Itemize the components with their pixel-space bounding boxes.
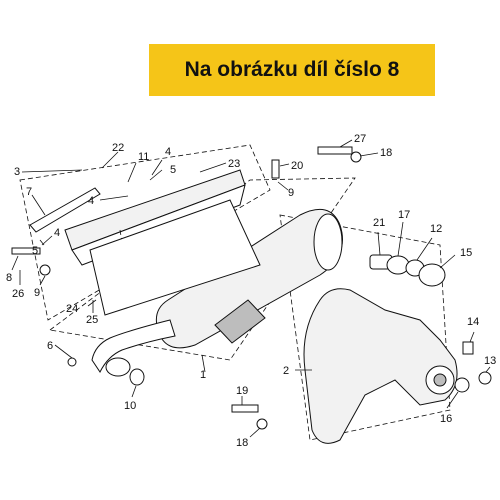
leader-18b: [249, 427, 261, 438]
leader-13: [485, 366, 491, 373]
leader-3: [21, 169, 83, 173]
callout-3: 3: [14, 166, 20, 178]
callout-26: 26: [12, 288, 24, 300]
exhaust-pipe-part: [91, 319, 176, 373]
ring-17: [386, 255, 410, 275]
callout-17: 17: [398, 209, 410, 221]
part-number-banner: Na obrázku díl číslo 8: [149, 44, 435, 96]
nut-13: [478, 371, 492, 385]
bolt-27: [317, 146, 353, 155]
callout-4a: 4: [165, 146, 171, 158]
bolt-19: [231, 404, 259, 413]
callout-19: 19: [236, 385, 248, 397]
callout-11: 11: [138, 151, 149, 163]
callout-6: 6: [47, 340, 53, 352]
callout-18b: 18: [236, 437, 248, 449]
leader-9a: [277, 181, 289, 191]
washer-18-bottom: [256, 418, 268, 430]
spacer-14: [462, 341, 474, 355]
bracket-part: [29, 187, 101, 233]
callout-10: 10: [124, 400, 136, 412]
leader-12: [416, 237, 433, 261]
callout-27: 27: [354, 133, 366, 145]
leader-18a: [359, 152, 379, 157]
heat-shield-frame: [19, 144, 271, 321]
nut-6: [67, 357, 77, 367]
washer-9: [39, 264, 51, 276]
swingarm-bore: [433, 373, 447, 387]
leader-7: [31, 194, 46, 216]
leader-24: [87, 299, 97, 307]
leader-21: [377, 231, 381, 256]
leader-14: [469, 331, 475, 343]
leader-8: [11, 255, 19, 271]
leader-11: [127, 162, 137, 183]
muffler-frame: [49, 177, 356, 361]
banner-text: Na obrázku díl číslo 8: [184, 58, 400, 81]
gasket-10: [129, 368, 145, 386]
callout-4b: 4: [88, 195, 94, 207]
leader-27: [339, 139, 353, 148]
callout-15: 15: [460, 247, 472, 259]
leader-9b: [39, 275, 46, 286]
muffler-body-part: [155, 208, 343, 349]
leader-4a: [151, 159, 163, 176]
callout-25: 25: [86, 314, 98, 326]
muffler-end-cap: [313, 213, 343, 271]
callout-7: 7: [26, 186, 32, 198]
callout-5a: 5: [170, 164, 176, 176]
leader-4c: [41, 235, 53, 246]
leader-20: [279, 163, 290, 167]
bolt-20: [271, 159, 280, 179]
leader-23: [199, 162, 227, 173]
callout-14: 14: [467, 316, 479, 328]
pipe-flange-part: [105, 357, 131, 377]
leader-10: [131, 385, 137, 398]
muffler-shield-part: [89, 199, 261, 316]
leader-15: [439, 254, 456, 269]
seal-15: [418, 263, 446, 287]
leader-5b: [39, 239, 45, 246]
bolt-8: [11, 247, 41, 255]
callout-22: 22: [112, 142, 124, 154]
callout-18a: 18: [380, 147, 392, 159]
callout-9a: 9: [288, 187, 294, 199]
callout-12: 12: [430, 223, 442, 235]
leader-17: [397, 221, 404, 257]
callout-24: 24: [66, 303, 78, 315]
callout-13: 13: [484, 355, 496, 367]
muffler-bracket-part: [214, 299, 266, 344]
leader-16: [446, 391, 459, 409]
leader-4b: [99, 195, 129, 201]
callout-21: 21: [373, 217, 385, 229]
leader-1: [201, 354, 206, 373]
leader-5a: [149, 169, 163, 181]
callout-23: 23: [228, 158, 240, 170]
callout-1: 1: [200, 369, 206, 381]
swingarm-frame: [279, 214, 451, 441]
callout-8: 8: [6, 272, 12, 284]
callout-5b: 5: [32, 245, 38, 257]
callout-9b: 9: [34, 287, 40, 299]
washer-18-top: [350, 151, 362, 163]
leader-6: [54, 344, 73, 359]
callout-4c: 4: [54, 227, 60, 239]
leader-22: [101, 151, 119, 169]
washer-16: [454, 377, 470, 393]
swingarm-part: [303, 288, 458, 444]
callout-16: 16: [440, 413, 452, 425]
callout-20: 20: [291, 160, 303, 172]
callout-2: 2: [283, 365, 289, 377]
